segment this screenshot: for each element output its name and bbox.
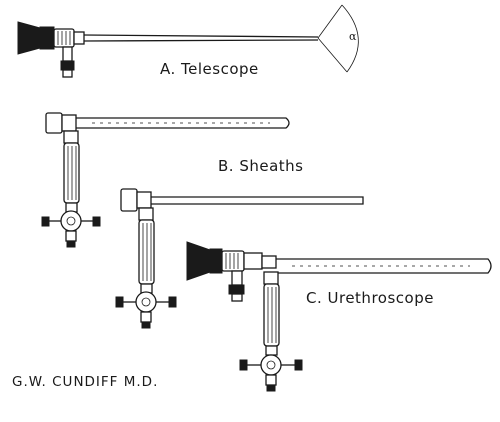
urethroscope-handle xyxy=(263,283,280,347)
sheath-1-handle xyxy=(63,142,80,204)
sheath-drawing-2 xyxy=(115,188,364,329)
sheath-drawing-1 xyxy=(41,112,290,248)
urethroscope-label: C. Urethroscope xyxy=(306,289,434,307)
telescope-shaft xyxy=(83,34,319,42)
telescope-eyepiece xyxy=(17,21,41,55)
telescope-body xyxy=(53,28,75,48)
urethroscope-eyepiece xyxy=(186,241,211,281)
telescope-eyepiece-ring xyxy=(39,26,55,50)
telescope-view-angle xyxy=(317,4,348,73)
telescope-light-post xyxy=(62,46,73,62)
urethroscope-drawing xyxy=(186,241,492,392)
urethroscope-sheath xyxy=(276,258,492,274)
sheaths-label: B. Sheaths xyxy=(218,157,304,175)
sheath-1-stopcock xyxy=(60,210,82,232)
signature-label: G.W. CUNDIFF M.D. xyxy=(12,374,159,390)
angle-symbol: α xyxy=(349,30,357,43)
telescope-drawing xyxy=(17,4,359,78)
sheath-2-stopcock xyxy=(135,291,157,313)
sheath-2-handle xyxy=(138,219,155,285)
urethroscope-stopcock xyxy=(260,354,282,376)
telescope-label: A. Telescope xyxy=(160,60,259,78)
